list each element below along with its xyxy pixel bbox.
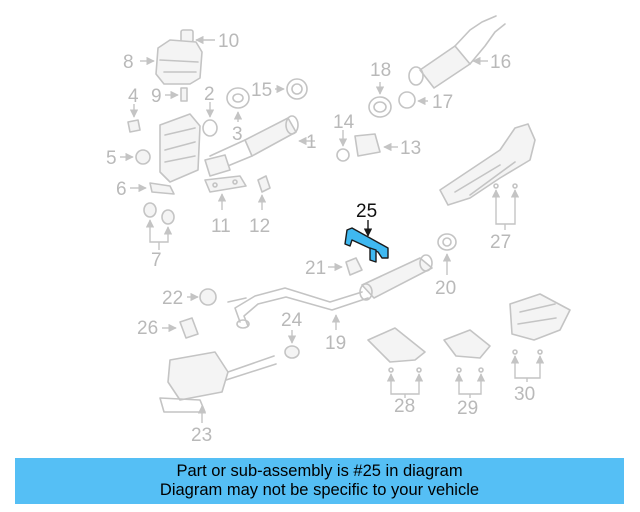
part-8-reservoir <box>140 39 203 85</box>
callout-29: 29 <box>457 398 478 419</box>
banner-line-part: Part or sub-assembly is #25 in diagram <box>176 462 463 480</box>
banner-line-disclaimer: Diagram may not be specific to your vehi… <box>159 481 480 499</box>
part-13-clamp <box>354 133 398 157</box>
info-banner: Part or sub-assembly is #25 in diagram D… <box>15 458 624 504</box>
part-12-bolt <box>257 175 271 210</box>
part-10-cap <box>180 29 215 45</box>
callout-11: 11 <box>211 216 231 237</box>
callout-30: 30 <box>514 384 535 405</box>
callout-23: 23 <box>191 425 212 446</box>
callout-16: 16 <box>490 52 511 73</box>
callout-1: 1 <box>306 132 317 153</box>
part-1-front-pipe <box>209 115 315 171</box>
exhaust-parts-diagram: 10 8 9 4 2 3 15 1 5 6 11 12 7 16 18 17 1… <box>106 15 571 446</box>
callout-17: 17 <box>432 92 453 113</box>
callout-18: 18 <box>370 60 391 81</box>
callout-22: 22 <box>162 288 183 309</box>
callout-3: 3 <box>232 124 243 145</box>
part-28-heat-shield <box>367 327 426 398</box>
callout-13: 13 <box>400 138 421 159</box>
callout-8: 8 <box>123 52 134 73</box>
part-23-muffler <box>159 351 277 423</box>
callout-4: 4 <box>128 86 139 107</box>
part-26-hanger <box>162 317 199 339</box>
callout-7: 7 <box>151 250 162 271</box>
callout-24: 24 <box>281 310 303 331</box>
part-2-gasket <box>202 102 218 137</box>
part-16-converter-pipe <box>408 15 506 89</box>
part-7-bushings <box>143 202 175 250</box>
callout-26: 26 <box>137 318 158 339</box>
callout-14: 14 <box>333 112 355 133</box>
callout-20: 20 <box>435 278 456 299</box>
part-29-heat-shield <box>443 329 491 398</box>
callout-2: 2 <box>204 84 215 105</box>
callout-21: 21 <box>305 258 326 279</box>
part-20-clamp <box>437 233 457 275</box>
part-6-bracket <box>130 182 175 195</box>
part-22-mount <box>187 288 217 306</box>
part-30-heat-shield <box>509 293 571 382</box>
part-19-center-pipe <box>227 254 433 330</box>
part-27-heat-shield <box>439 123 536 230</box>
part-4-nut <box>127 104 141 133</box>
callout-27: 27 <box>490 232 511 253</box>
part-21-mount <box>328 257 363 276</box>
part-5-mount <box>120 149 151 165</box>
callout-28: 28 <box>394 396 415 417</box>
callout-19: 19 <box>325 333 346 354</box>
part-manifold-block <box>159 113 231 183</box>
callout-15: 15 <box>251 80 272 101</box>
callout-6: 6 <box>116 179 127 200</box>
callout-12: 12 <box>249 216 270 237</box>
part-11-bracket <box>204 175 247 210</box>
part-18-clamp <box>368 82 392 118</box>
callout-9: 9 <box>151 86 162 107</box>
part-25-bracket <box>344 220 389 263</box>
callout-10: 10 <box>218 31 239 52</box>
part-17-gasket <box>398 91 428 109</box>
part-24-clamp <box>284 330 300 359</box>
part-3-gasket <box>226 87 250 122</box>
part-14-gasket <box>336 130 350 162</box>
part-9-clip <box>165 87 188 102</box>
part-15-gasket <box>275 78 308 100</box>
callout-5: 5 <box>106 148 117 169</box>
callout-25: 25 <box>356 201 377 222</box>
